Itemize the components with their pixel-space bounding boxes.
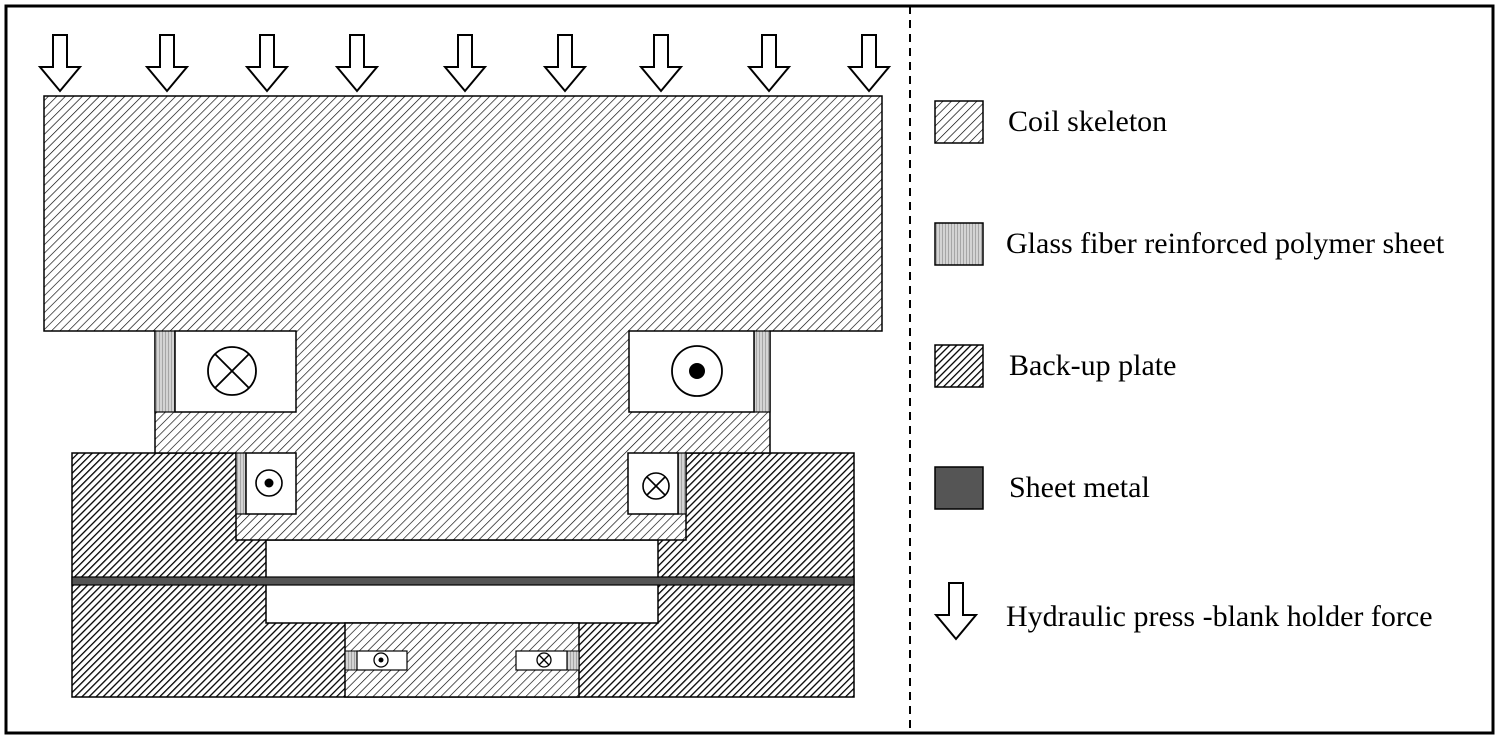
down-arrow-icon [444, 34, 486, 92]
legend-label: Back-up plate [1009, 349, 1176, 382]
legend-item-press-force: Hydraulic press -blank holder force [935, 582, 1433, 640]
figure-frame [4, 4, 1495, 735]
legend-item-gfrp-sheet: Glass fiber reinforced polymer sheet [934, 222, 1445, 266]
down-arrow-icon [748, 34, 790, 92]
gfrp-swatch [934, 222, 984, 266]
dot-circle-icon [373, 652, 389, 668]
gfrp-sheet [154, 330, 176, 413]
legend-label: Sheet metal [1009, 471, 1150, 504]
cross-circle-icon [642, 472, 670, 500]
down-arrow-icon [146, 34, 188, 92]
dot-circle-icon [255, 469, 283, 497]
coil-winding-mid-right [627, 452, 679, 515]
legend-label: Glass fiber reinforced polymer sheet [1006, 227, 1445, 260]
down-arrow-icon [640, 34, 682, 92]
gfrp-sheet [235, 452, 247, 515]
coil-skeleton-swatch [934, 100, 984, 144]
down-arrow-icon [39, 34, 81, 92]
gfrp-sheet [677, 452, 687, 515]
legend-label: Coil skeleton [1008, 105, 1167, 138]
legend-label: Hydraulic press -blank holder force [1006, 600, 1433, 633]
gfrp-sheet [344, 650, 358, 671]
down-arrow-icon [544, 34, 586, 92]
cross-circle-icon [536, 652, 552, 668]
legend-item-coil-skeleton: Coil skeleton [934, 100, 1167, 144]
legend-item-sheet-metal: Sheet metal [934, 466, 1150, 510]
gfrp-sheet [566, 650, 580, 671]
legend-item-back-up-plate: Back-up plate [934, 344, 1176, 388]
press-force-arrows [39, 34, 890, 92]
down-arrow-icon [848, 34, 890, 92]
down-arrow-icon [935, 582, 977, 640]
sheet-metal [71, 576, 855, 586]
back-up-plate-swatch [934, 344, 984, 388]
sheet-metal-swatch [934, 466, 984, 510]
down-arrow-icon [336, 34, 378, 92]
gfrp-sheet [753, 330, 771, 413]
down-arrow-icon [246, 34, 288, 92]
legend: Coil skeleton Glass fiber reinforced pol… [934, 100, 1445, 640]
cross-circle-icon [207, 346, 257, 396]
dot-circle-icon [671, 345, 723, 397]
